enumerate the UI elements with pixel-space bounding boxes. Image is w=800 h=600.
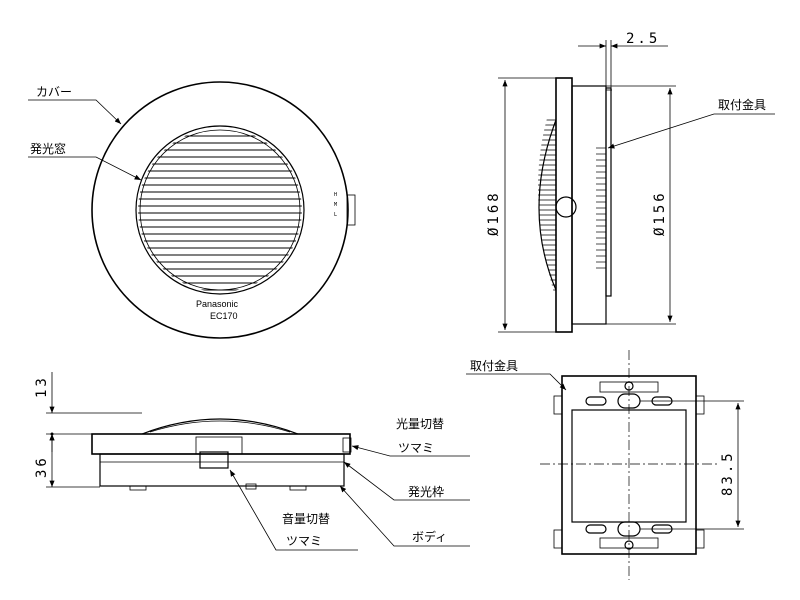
hole-pitch-dim: 83.5 xyxy=(720,450,736,496)
window-louvers xyxy=(138,135,302,291)
window-frame xyxy=(135,125,305,295)
elevation-dome xyxy=(141,418,299,435)
outer-diameter-dim: Ø168 xyxy=(486,190,502,236)
svg-text:L: L xyxy=(334,212,337,218)
light-switch-leader xyxy=(351,445,470,457)
bracket-leader-bottom xyxy=(466,373,567,391)
window-leader xyxy=(28,156,142,181)
svg-text:M: M xyxy=(334,202,337,208)
cover-outline xyxy=(91,81,349,339)
slot xyxy=(585,396,607,406)
volume-switch-label-1: 音量切替 xyxy=(282,511,330,526)
cover-label: カバー xyxy=(36,85,72,99)
side-cover xyxy=(555,77,573,333)
side-knob xyxy=(555,196,577,218)
body-height-dim: 36 xyxy=(34,455,50,478)
switch-mark: H xyxy=(334,192,337,198)
volume-switch-label-2: ツマミ xyxy=(286,534,322,548)
window-inner xyxy=(139,129,301,291)
elevation-body xyxy=(99,453,345,487)
volume-switch-leader xyxy=(229,469,358,551)
bracket-view: 取付金具 83.5 xyxy=(466,350,744,580)
side-body xyxy=(571,85,607,325)
thickness-dim: 2.5 xyxy=(626,31,660,47)
brand-logo: Panasonic xyxy=(196,299,239,309)
body-leader xyxy=(339,485,470,547)
side-dome xyxy=(538,119,557,291)
bracket-leader-top xyxy=(607,113,775,149)
dome-louvers xyxy=(538,119,556,291)
body-label: ボディ xyxy=(412,529,447,544)
side-switch xyxy=(346,194,356,226)
slot xyxy=(585,524,607,534)
top-height-dim: 13 xyxy=(34,375,50,398)
cover-leader xyxy=(28,99,122,125)
bracket-label-bottom: 取付金具 xyxy=(470,358,518,373)
volume-switch-knob xyxy=(199,451,229,469)
front-view: H M L Panasonic EC170 カバー 発光窓 xyxy=(28,81,356,339)
bracket-label-top: 取付金具 xyxy=(718,97,766,112)
bracket-side xyxy=(605,87,612,297)
inner-diameter-dim: Ø156 xyxy=(652,190,668,236)
bracket-teeth xyxy=(596,147,606,269)
window-label: 発光窓 xyxy=(30,141,66,156)
light-switch-label-2: ツマミ xyxy=(398,441,434,455)
light-switch-knob xyxy=(342,437,352,453)
light-switch-label-1: 光量切替 xyxy=(396,417,444,431)
frame-label: 発光枠 xyxy=(408,485,444,499)
frame-leader xyxy=(343,461,470,501)
bottom-side-view: 13 36 光量切替 ツマミ 発光枠 ボディ 音量切替 ツマミ xyxy=(34,372,470,551)
side-view: 2.5 Ø168 Ø156 取付金具 xyxy=(486,31,775,333)
model-number: EC170 xyxy=(210,311,238,321)
